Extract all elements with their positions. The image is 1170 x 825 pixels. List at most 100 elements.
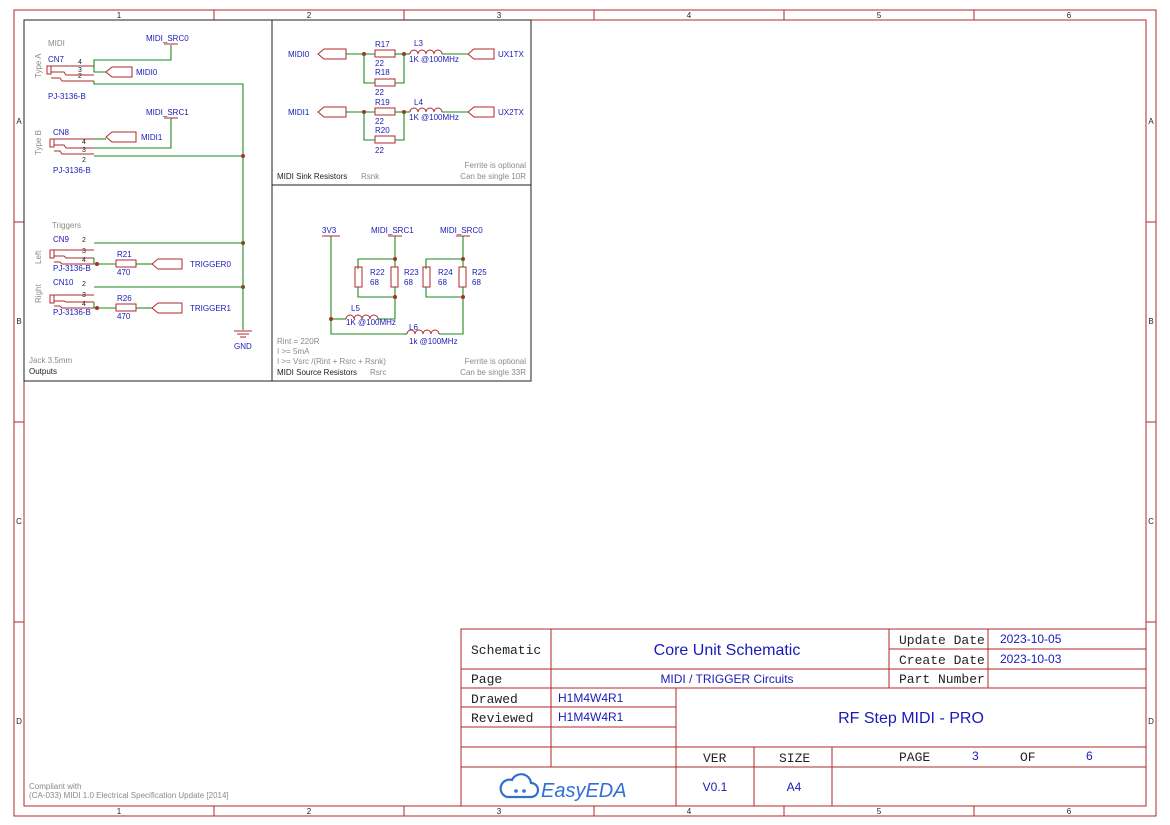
- outputs-caption-small: Jack 3.5mm: [29, 356, 72, 365]
- r25-value: 68: [472, 278, 481, 287]
- sink-midi0-net: MIDI0: [288, 50, 310, 59]
- r19-value: 22: [375, 117, 384, 126]
- source-note1: Ferrite is optional: [465, 357, 527, 366]
- inductor-l3: [409, 49, 443, 55]
- easyeda-wordmark: EasyEDA: [541, 780, 627, 802]
- l6-value: 1k @100MHz: [409, 337, 458, 346]
- reviewed-label: Reviewed: [471, 711, 533, 726]
- resistor-r24: [422, 266, 431, 288]
- cn7-ref: CN7: [48, 55, 65, 64]
- page-name: MIDI / TRIGGER Circuits: [660, 672, 793, 686]
- sink-note1: Ferrite is optional: [465, 161, 527, 170]
- r23-ref: R23: [404, 268, 419, 277]
- cn8-part: PJ-3136-B: [53, 166, 91, 175]
- cn7-pin4: 4: [78, 59, 82, 66]
- inductor-l5: [345, 314, 379, 320]
- row-label-c: C: [16, 517, 22, 526]
- source-caption: MIDI Source Resistors: [277, 368, 357, 377]
- cn8-ref: CN8: [53, 128, 70, 137]
- resistor-r26: [115, 303, 137, 312]
- cn9-pin2: 2: [82, 237, 86, 244]
- cn10-part: PJ-3136-B: [53, 308, 91, 317]
- l3-ref: L3: [414, 39, 423, 48]
- trigger1-net: TRIGGER1: [190, 304, 231, 313]
- create-date-label: Create Date: [899, 653, 985, 668]
- r20-ref: R20: [375, 126, 390, 135]
- update-date-label: Update Date: [899, 633, 985, 648]
- page-label: Page: [471, 672, 502, 687]
- resistor-r18: [374, 78, 396, 87]
- cn8-pin4: 4: [82, 139, 86, 146]
- midi-src1-net: MIDI_SRC1: [146, 108, 189, 117]
- ver-label: VER: [703, 751, 727, 766]
- l4-value: 1K @100MHz: [409, 113, 459, 122]
- col-label-3-bottom: 3: [497, 807, 502, 816]
- resistor-r19: [374, 107, 396, 116]
- row-label-d: D: [16, 717, 22, 726]
- r23-value: 68: [404, 278, 413, 287]
- resistor-r25: [458, 266, 467, 288]
- cn7-pin3: 3: [78, 67, 82, 74]
- inductor-l4: [409, 107, 443, 113]
- sink-midi1-port: [317, 106, 347, 118]
- size-label: SIZE: [779, 751, 810, 766]
- triggers-group-label: Triggers: [52, 221, 81, 230]
- cn9-pin4: 4: [82, 257, 86, 264]
- r18-ref: R18: [375, 68, 390, 77]
- r24-value: 68: [438, 278, 447, 287]
- ux1tx-net: UX1TX: [498, 50, 524, 59]
- title-block: Schematic Core Unit Schematic Update Dat…: [460, 628, 1147, 807]
- trigger0-port: [151, 258, 183, 270]
- col-label-2: 2: [307, 11, 312, 20]
- col-label-4-bottom: 4: [687, 807, 692, 816]
- sink-caption: MIDI Sink Resistors: [277, 172, 347, 181]
- jack-cn10: [49, 294, 55, 304]
- r21-ref: R21: [117, 250, 132, 259]
- col-label-6-bottom: 6: [1067, 807, 1072, 816]
- update-date: 2023-10-05: [1000, 632, 1062, 646]
- cn8-pin3: 3: [82, 147, 86, 154]
- ux2tx-port: [467, 106, 495, 118]
- row-label-d-right: D: [1148, 717, 1154, 726]
- col-label-1-bottom: 1: [117, 807, 122, 816]
- r17-ref: R17: [375, 40, 390, 49]
- jack-cn8: [49, 138, 55, 148]
- cn7-part: PJ-3136-B: [48, 92, 86, 101]
- drawed-label: Drawed: [471, 692, 518, 707]
- resistor-r17: [374, 49, 396, 58]
- drawed-by: H1M4W4R1: [558, 691, 624, 705]
- sink-note2: Can be single 10R: [460, 172, 526, 181]
- r19-ref: R19: [375, 98, 390, 107]
- sheet-title: Core Unit Schematic: [654, 642, 801, 659]
- source-panel: [271, 184, 532, 382]
- type-a-label: Type A: [34, 53, 43, 78]
- cn10-pin3: 3: [82, 292, 86, 299]
- cn10-pin4: 4: [82, 301, 86, 308]
- ux1tx-port: [467, 48, 495, 60]
- ux2tx-net: UX2TX: [498, 108, 524, 117]
- sheet-size: A4: [787, 780, 802, 794]
- resistor-r20: [374, 135, 396, 144]
- right-label: Right: [34, 284, 43, 303]
- midi1-port: [105, 131, 137, 143]
- cn8-pin2: 2: [82, 157, 86, 164]
- sink-midi0-port: [317, 48, 347, 60]
- row-label-c-right: C: [1148, 517, 1154, 526]
- source-note2: Can be single 33R: [460, 368, 526, 377]
- inductor-l6: [406, 329, 440, 335]
- outputs-caption: Outputs: [29, 367, 57, 376]
- col-label-4: 4: [687, 11, 692, 20]
- l4-ref: L4: [414, 98, 423, 107]
- type-b-label: Type B: [34, 130, 43, 155]
- l3-value: 1K @100MHz: [409, 55, 459, 64]
- l6-ref: L6: [409, 323, 418, 332]
- col-label-5: 5: [877, 11, 882, 20]
- r25-ref: R25: [472, 268, 487, 277]
- resistor-r21: [115, 259, 137, 268]
- schematic-label: Schematic: [471, 643, 541, 658]
- cn10-pin2: 2: [82, 281, 86, 288]
- outputs-circuit: MIDI Type A Type B Triggers Left Right C…: [29, 34, 252, 376]
- col-label-6: 6: [1067, 11, 1072, 20]
- midi0-net: MIDI0: [136, 68, 158, 77]
- left-label: Left: [34, 250, 43, 264]
